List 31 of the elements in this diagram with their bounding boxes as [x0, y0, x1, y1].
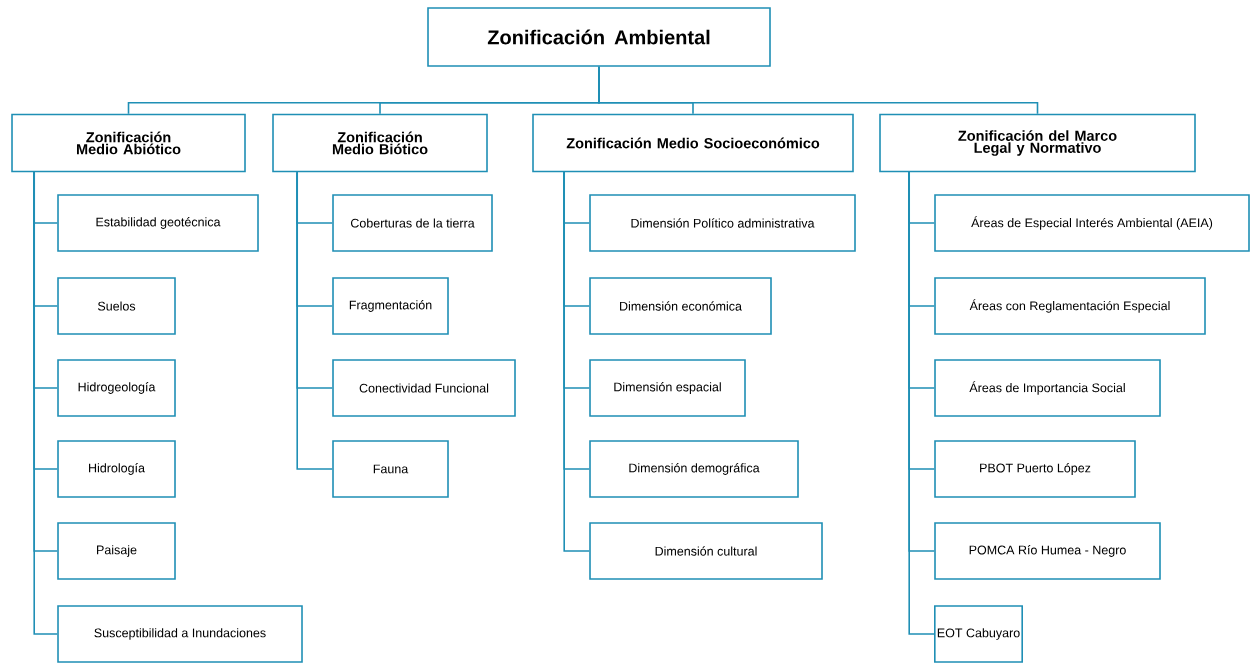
item-box: Dimensión económica	[589, 277, 772, 335]
item-box: Dimensión espacial	[589, 359, 746, 417]
connector-line	[908, 171, 935, 635]
item-box: Estabilidad geotécnica	[57, 194, 259, 252]
item-box: EOT Cabuyaro	[934, 605, 1023, 663]
item-box: Áreas de Importancia Social	[934, 359, 1161, 417]
connector-line	[563, 171, 590, 552]
item-box: Susceptibilidad a Inundaciones	[57, 605, 303, 663]
item-box: Dimensión Político administrativa	[589, 194, 856, 252]
item-box: Dimensión demográfica	[589, 440, 799, 498]
item-box: POMCA Río Humea - Negro	[934, 522, 1161, 580]
title-box: Zonificación Ambiental	[427, 7, 771, 67]
item-box: Fauna	[332, 440, 449, 498]
item-box: Hidrología	[57, 440, 176, 498]
item-box: Áreas de Especial Interés Ambiental (AEIA)	[934, 194, 1250, 252]
item-box: Áreas con Reglamentación Especial	[934, 277, 1206, 335]
connector-line	[33, 171, 58, 635]
category-box: Zonificación Medio Socioeconómico	[532, 113, 854, 173]
item-box: Conectividad Funcional	[332, 359, 516, 417]
item-box: Paisaje	[57, 522, 176, 580]
item-box: Fragmentación	[332, 277, 449, 335]
item-box: Suelos	[57, 277, 176, 335]
category-box: Zonificación Medio Biótico	[272, 113, 488, 173]
item-box: PBOT Puerto López	[934, 440, 1136, 498]
category-box: Zonificación del Marco Legal y Normativo	[879, 113, 1196, 173]
connector-line	[296, 171, 333, 470]
item-box: Hidrogeología	[57, 359, 176, 417]
item-box: Coberturas de la tierra	[332, 194, 493, 252]
item-box: Dimensión cultural	[589, 522, 823, 580]
connector-line	[598, 66, 1039, 115]
category-box: Zonificación Medio Abiótico	[11, 113, 246, 173]
